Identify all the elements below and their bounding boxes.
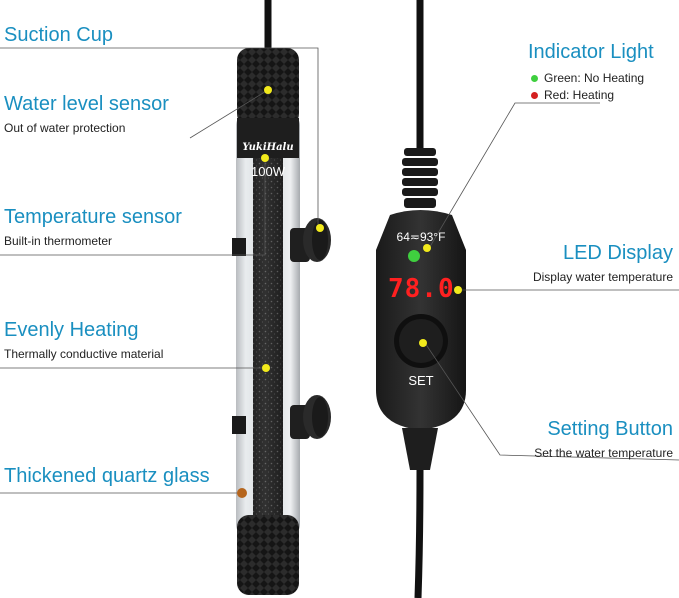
quartz-glass-title: Thickened quartz glass (4, 465, 210, 487)
temperature-sensor-sub: Built-in thermometer (4, 234, 113, 248)
led-display-sub: Display water temperature (532, 270, 673, 284)
indicator-light-title: Indicator Light (528, 41, 654, 63)
brand-logo: YukiHalu (242, 142, 294, 153)
temperature-sensor-title: Temperature sensor (4, 206, 182, 228)
water-level-title: Water level sensor (4, 93, 169, 115)
indicator-red-row: Red: Heating (531, 88, 614, 102)
indicator-green-label: Green: No Heating (544, 71, 645, 85)
suction-cup-title: Suction Cup (4, 24, 113, 46)
led-display-title: LED Display (562, 242, 673, 264)
setting-button-title: Setting Button (547, 418, 673, 440)
green-indicator-light (408, 250, 420, 262)
water-level-sub: Out of water protection (4, 121, 126, 135)
green-dot-icon (531, 74, 538, 82)
evenly-heating-sub: Thermally conductive material (4, 347, 164, 361)
red-dot-icon (531, 91, 538, 99)
indicator-green-row: Green: No Heating (531, 71, 644, 85)
wattage-label: 100W (251, 164, 285, 179)
indicator-red-label: Red: Heating (544, 88, 615, 102)
led-display: 78.0 (388, 274, 455, 304)
setting-button-sub: Set the water temperature (534, 446, 673, 460)
evenly-heating-title: Evenly Heating (4, 319, 139, 341)
set-button[interactable]: SET (408, 373, 434, 388)
temperature-range-label: 64≂93°F (396, 230, 446, 244)
